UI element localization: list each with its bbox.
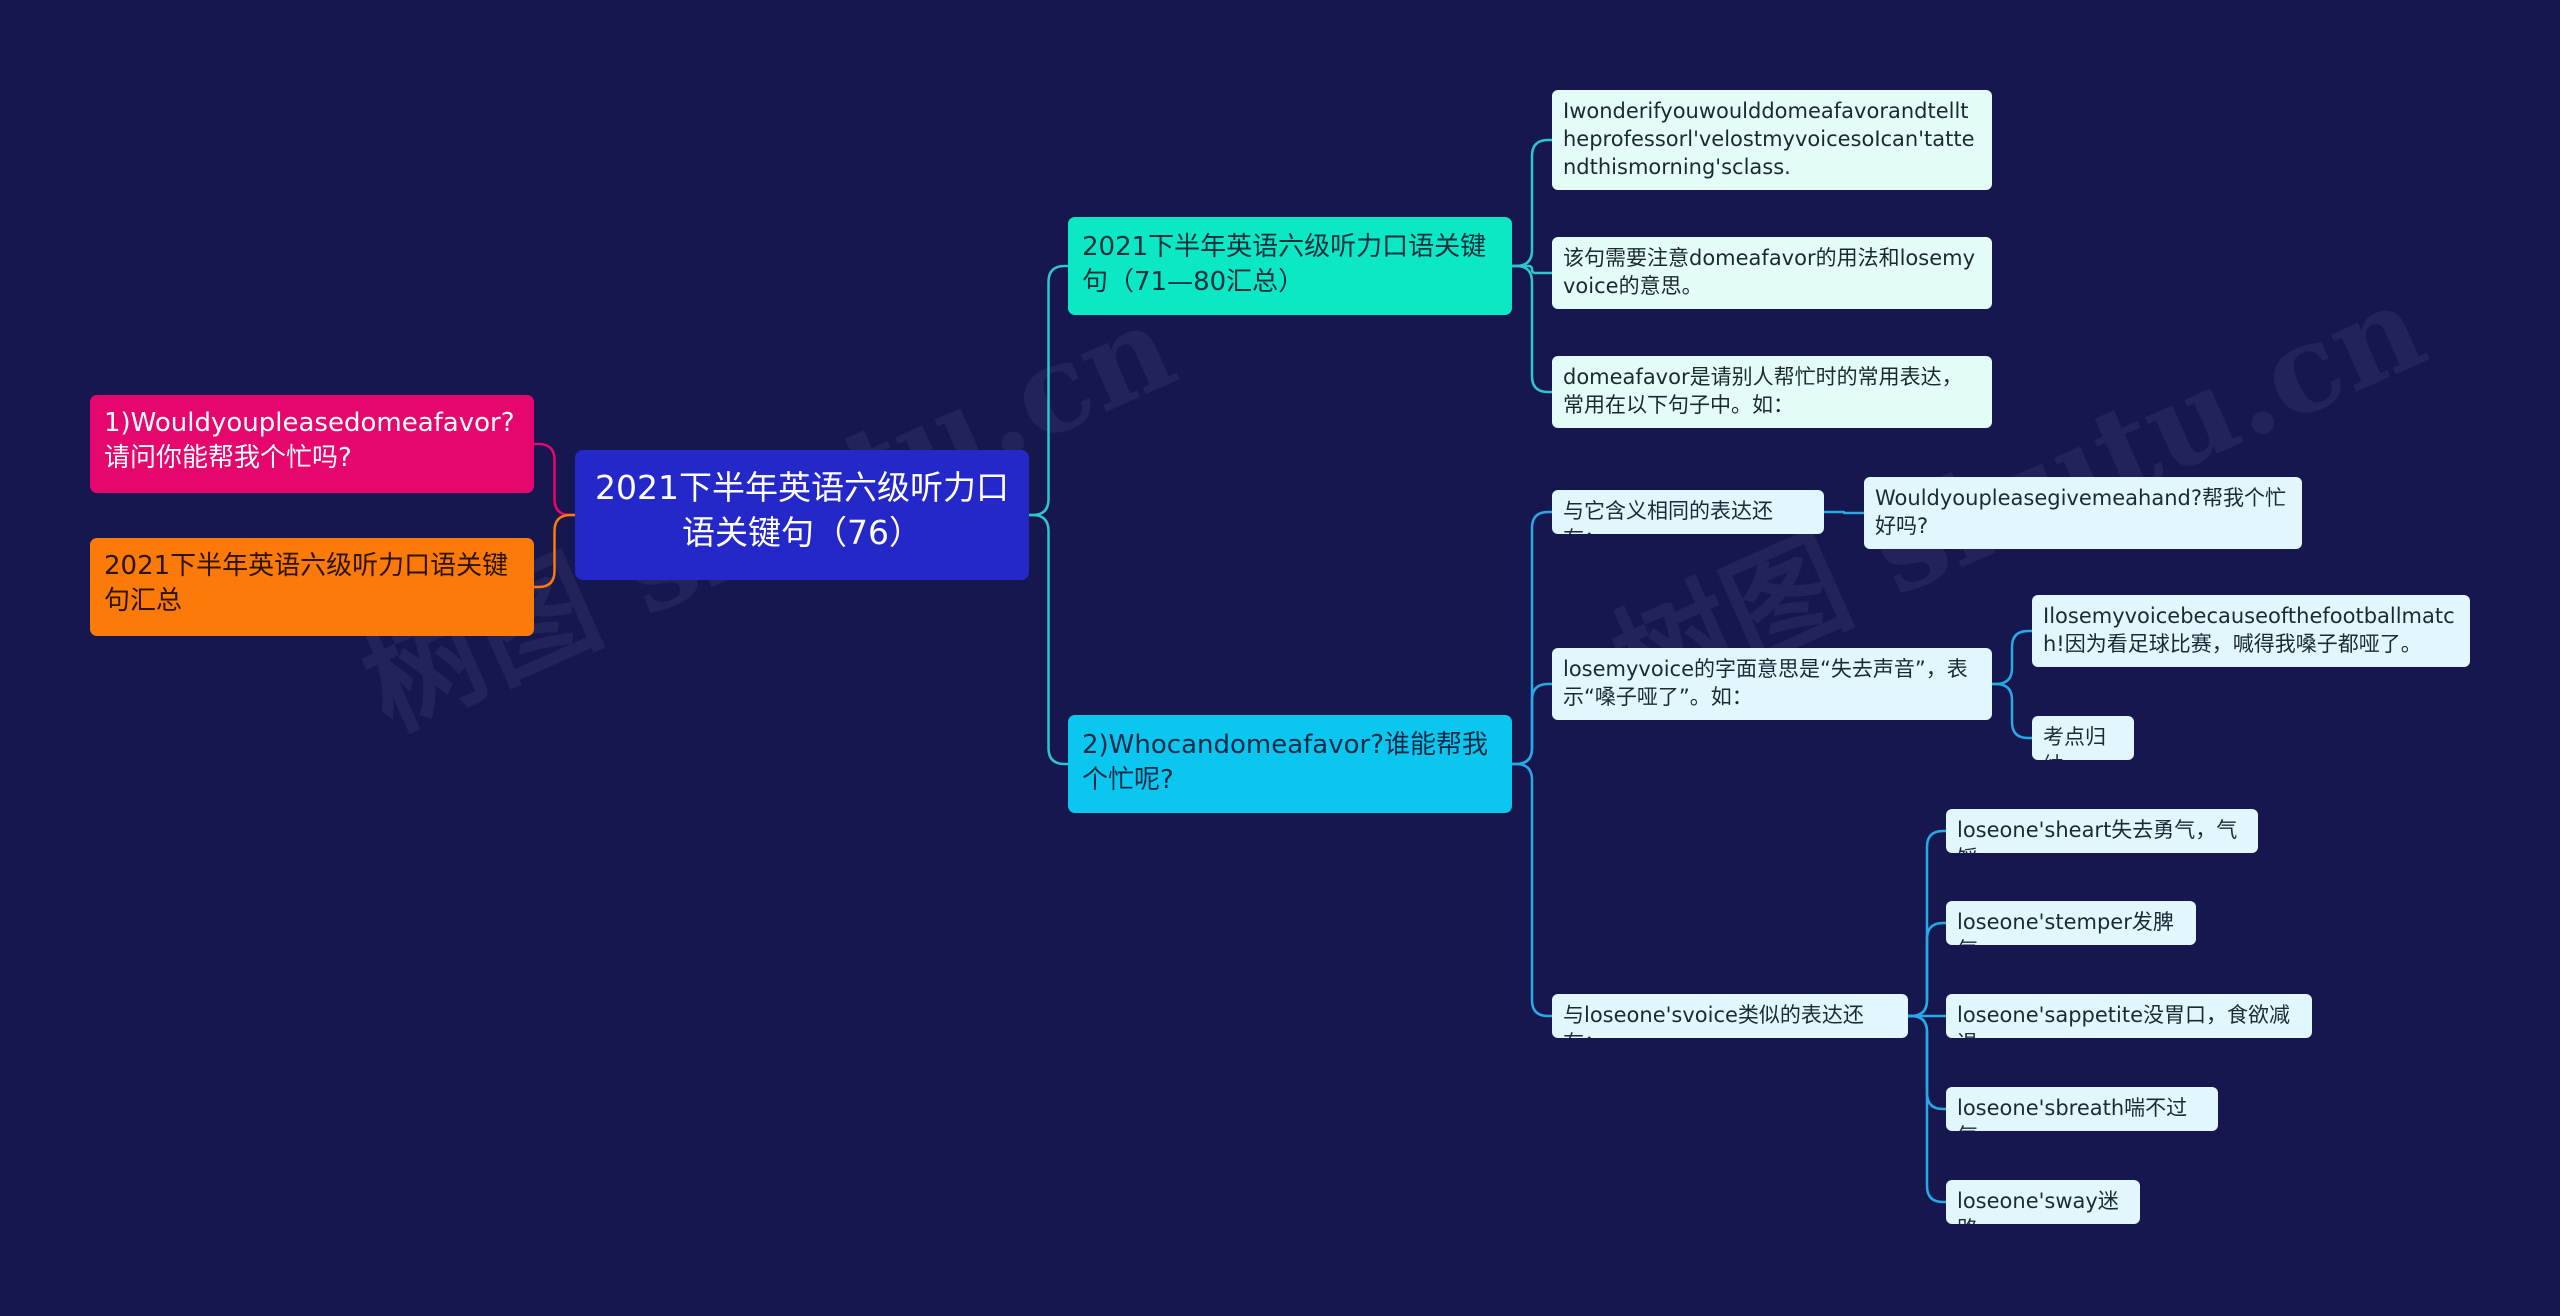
leaf-football-match-example[interactable]: Ilosemyvoicebecauseofthefootballmatch!因为… [2032,595,2470,667]
link-sub-leaf [1908,1014,1946,1204]
left-topic-favor-question[interactable]: 1)Wouldyoupleasedomeafavor?请问你能帮我个忙吗? [90,395,534,493]
link-root-left1 [534,442,575,517]
leaf-lose-heart[interactable]: loseone'sheart失去勇气，气馁 [1946,809,2258,853]
leaf-lose-appetite[interactable]: loseone'sappetite没胃口，食欲减退 [1946,994,2312,1038]
link-sub-leaf [1992,682,2032,740]
link-root-branch2 [1029,513,1068,766]
link-branch2-sub [1512,762,1552,1018]
sub-same-meaning[interactable]: 与它含义相同的表达还有： [1552,490,1824,534]
root-topic[interactable]: 2021下半年英语六级听力口语关键句（76） [575,450,1029,580]
branch-key-sentences-71-80[interactable]: 2021下半年英语六级听力口语关键句（71—80汇总） [1068,217,1512,315]
leaf-usage-note[interactable]: 该句需要注意domeafavor的用法和losemyvoice的意思。 [1552,237,1992,309]
link-branch1-leaf [1512,138,1552,268]
sub-similar-expressions[interactable]: 与loseone'svoice类似的表达还有： [1552,994,1908,1038]
leaf-common-expression[interactable]: domeafavor是请别人帮忙时的常用表达，常用在以下句子中。如： [1552,356,1992,428]
leaf-give-me-a-hand[interactable]: Wouldyoupleasegivemeahand?帮我个忙好吗? [1864,477,2302,549]
leaf-lose-temper[interactable]: loseone'stemper发脾气 [1946,901,2196,945]
link-branch2-sub [1512,682,1552,766]
link-sub-leaf [1908,921,1946,1018]
leaf-lose-breath[interactable]: loseone'sbreath喘不过气 [1946,1087,2218,1131]
leaf-lose-way[interactable]: loseone'sway迷路 [1946,1180,2140,1224]
branch-who-can-do-favor[interactable]: 2)Whocandomeafavor?谁能帮我个忙呢? [1068,715,1512,813]
link-branch1-leaf [1512,264,1552,275]
link-branch1-leaf [1512,264,1552,394]
left-topic-summary[interactable]: 2021下半年英语六级听力口语关键句汇总 [90,538,534,636]
link-root-left2 [534,513,575,589]
link-root-branch1 [1029,264,1068,517]
sub-lose-my-voice[interactable]: losemyvoice的字面意思是“失去声音”，表示“嗓子哑了”。如： [1552,648,1992,720]
leaf-example-sentence[interactable]: Iwonderifyouwoulddomeafavorandtellthepro… [1552,90,1992,190]
leaf-key-points[interactable]: 考点归纳 [2032,716,2134,760]
link-sub-leaf [1992,629,2032,686]
link-sub-leaf [1824,510,1864,515]
